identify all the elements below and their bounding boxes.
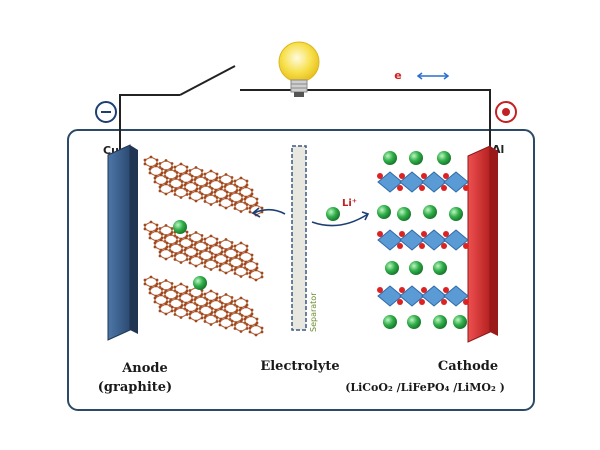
- electron-label: e: [394, 69, 401, 82]
- cathode-crystal-structure: [377, 151, 469, 329]
- cathode-plate: [467, 145, 498, 343]
- separator-label: Separator: [309, 292, 318, 332]
- electron-flow-indicator: e: [394, 69, 450, 82]
- anode-subtitle: (graphite): [98, 380, 172, 395]
- external-circuit: [119, 65, 491, 150]
- anode-plate: [107, 144, 138, 341]
- ion-label: Li⁺: [342, 198, 357, 209]
- positive-terminal-icon: [495, 101, 517, 123]
- electrolyte-label: Electrolyte: [260, 359, 339, 374]
- cathode-formulas: (LiCoO₂ /LiFePO₄ /LiMO₂ ): [345, 381, 505, 394]
- cathode-title: Cathode: [438, 359, 498, 374]
- anode-title: Anode: [121, 361, 168, 376]
- light-bulb-icon: [278, 41, 320, 97]
- anode-lithium-ions: [173, 220, 207, 290]
- mobile-lithium-ion: Li⁺: [326, 198, 357, 221]
- ion-transfer-arrows: [251, 207, 370, 227]
- graphite-layers: [143, 155, 264, 337]
- negative-terminal-icon: [95, 101, 117, 123]
- separator: Separator: [291, 145, 318, 332]
